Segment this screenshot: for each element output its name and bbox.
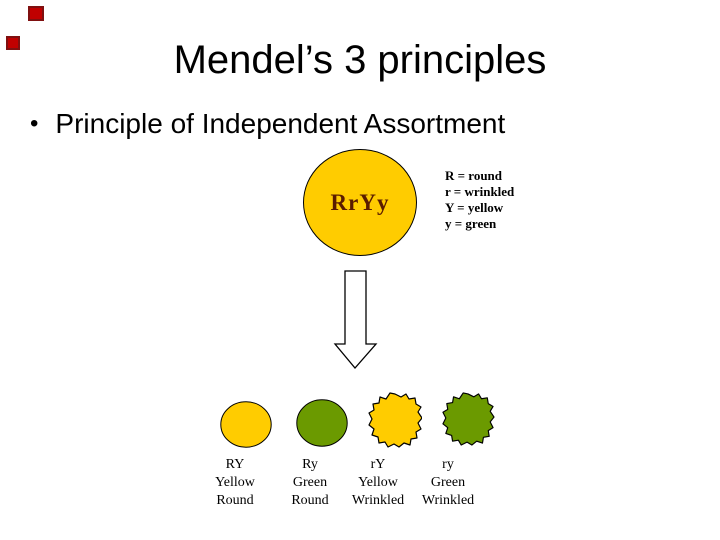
offspring-label-ry: ry Green Wrinkled bbox=[398, 456, 498, 510]
offspring-shape: Round bbox=[291, 493, 329, 508]
offspring-shape: Wrinkled bbox=[421, 493, 475, 508]
bullet-text: Principle of Independent Assortment bbox=[55, 108, 506, 139]
slide-title: Mendel’s 3 principles bbox=[173, 38, 547, 82]
offspring-genotype: rY bbox=[370, 457, 386, 472]
offspring-label-rY: rY Yellow Wrinkled bbox=[328, 456, 428, 510]
offspring-color: Yellow bbox=[215, 475, 255, 490]
allele-key-line: r = wrinkled bbox=[445, 184, 515, 199]
yellow-round-seed bbox=[220, 401, 272, 448]
allele-key-line: y = green bbox=[445, 216, 497, 231]
parent-genotype-circle: RrYy bbox=[303, 149, 417, 256]
offspring-genotype: RY bbox=[225, 457, 245, 472]
offspring-color: Green bbox=[430, 475, 466, 490]
allele-key-line: Y = yellow bbox=[445, 200, 504, 215]
offspring-label-Ry: Ry Green Round bbox=[260, 456, 360, 510]
green-round-seed bbox=[296, 399, 348, 447]
bullet-icon: • bbox=[30, 110, 39, 137]
parent-genotype-label: RrYy bbox=[330, 189, 390, 215]
offspring-shape: Wrinkled bbox=[351, 493, 405, 508]
offspring-color: Green bbox=[292, 475, 328, 490]
red-square-decoration-left bbox=[6, 36, 20, 50]
allele-key-line: R = round bbox=[445, 168, 503, 183]
red-square-decoration-top bbox=[28, 6, 44, 21]
down-arrow-icon bbox=[330, 268, 382, 372]
offspring-color: Yellow bbox=[358, 475, 398, 490]
offspring-shape: Round bbox=[216, 493, 254, 508]
green-wrinkled-seed bbox=[441, 392, 495, 446]
allele-key: R = round r = wrinkled Y = yellow y = gr… bbox=[445, 168, 514, 232]
offspring-genotype: ry bbox=[442, 457, 454, 472]
bullet-item: • Principle of Independent Assortment bbox=[30, 106, 505, 141]
offspring-label-RY: RY Yellow Round bbox=[185, 456, 285, 510]
offspring-genotype: Ry bbox=[302, 457, 318, 472]
yellow-wrinkled-seed bbox=[368, 392, 423, 448]
